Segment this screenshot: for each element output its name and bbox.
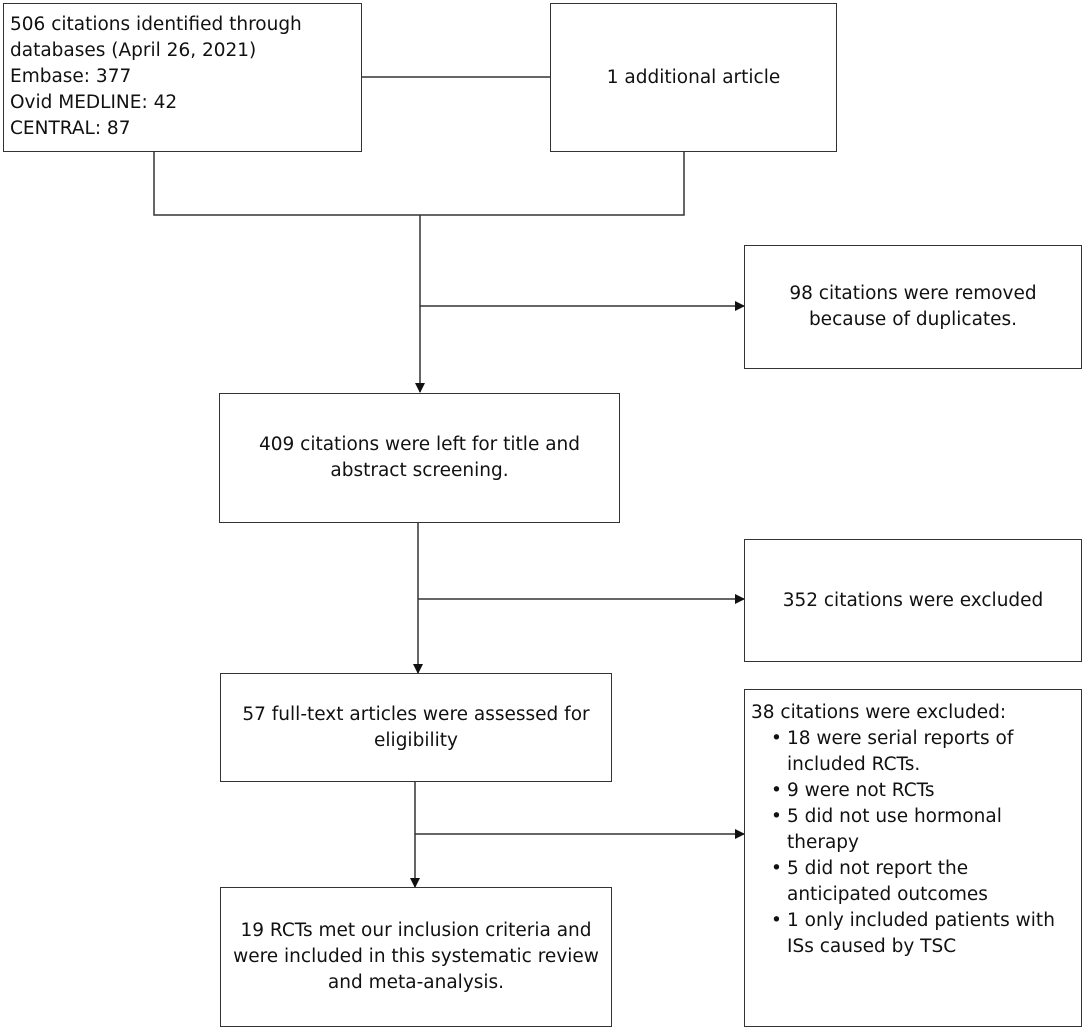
included-line-1: 19 RCTs met our inclusion criteria and	[240, 920, 592, 941]
identification-box: 506 citations identified through databas…	[3, 3, 362, 152]
screening-box: 409 citations were left for title and ab…	[219, 393, 620, 523]
duplicates-line-1: 98 citations were removed	[789, 283, 1037, 304]
screening-line-1: 409 citations were left for title and	[258, 434, 581, 455]
exclusion-reason: 1 only included patients with ISs caused…	[771, 908, 1075, 960]
fulltext-box: 57 full-text articles were assessed for …	[220, 673, 612, 782]
exclusion-reason: 5 did not use hormonal therapy	[771, 804, 1075, 856]
identification-line-1: 506 citations identified through	[10, 14, 302, 35]
included-box: 19 RCTs met our inclusion criteria and w…	[220, 887, 612, 1027]
fulltext-line-1: 57 full-text articles were assessed for	[242, 703, 590, 725]
included-line-2: were included in this systematic review	[233, 946, 599, 967]
duplicates-box: 98 citations were removed because of dup…	[744, 245, 1082, 369]
duplicates-line-2: because of duplicates.	[808, 309, 1018, 330]
excluded-screening-box: 352 citations were excluded	[744, 539, 1082, 662]
identification-line-4: Ovid MEDLINE: 42	[10, 92, 178, 113]
exclusion-reason: 18 were serial reports of included RCTs.	[771, 726, 1075, 778]
exclusion-reason: 9 were not RCTs	[771, 778, 1075, 804]
screening-line-2: abstract screening.	[330, 460, 509, 481]
excluded-fulltext-box: 38 citations were excluded: 18 were seri…	[744, 689, 1082, 1027]
exclusion-reason: 5 did not report the anticipated outcome…	[771, 856, 1075, 908]
additional-article-text: 1 additional article	[606, 66, 781, 88]
excluded-fulltext-heading: 38 citations were excluded:	[751, 702, 1007, 723]
additional-article-box: 1 additional article	[550, 3, 837, 152]
included-line-3: and meta-analysis.	[327, 972, 505, 993]
identification-line-5: CENTRAL: 87	[10, 118, 131, 139]
connector-merge	[153, 152, 685, 216]
identification-line-3: Embase: 377	[10, 66, 132, 87]
exclusion-reasons-list: 18 were serial reports of included RCTs.…	[751, 726, 1075, 960]
fulltext-line-2: eligibility	[374, 729, 458, 751]
identification-line-2: databases (April 26, 2021)	[10, 40, 257, 61]
excluded-screening-text: 352 citations were excluded	[782, 589, 1044, 611]
